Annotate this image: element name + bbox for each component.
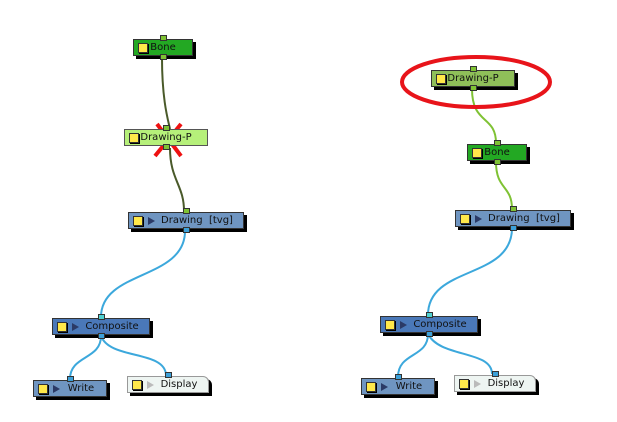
enable-toggle-icon[interactable] — [436, 74, 446, 84]
node-drawing[interactable]: Drawing [tvg] — [128, 208, 244, 233]
cable-drawingp-bone[interactable] — [471, 88, 497, 144]
enable-toggle-icon[interactable] — [132, 380, 142, 390]
cable-composite-write-right[interactable] — [397, 333, 429, 378]
input-port[interactable] — [426, 312, 433, 318]
input-port[interactable] — [67, 376, 74, 382]
enable-toggle-icon[interactable] — [133, 216, 143, 226]
enable-toggle-icon[interactable] — [472, 148, 482, 158]
play-icon — [474, 380, 481, 388]
node-composite[interactable]: Composite — [52, 314, 150, 339]
node-display[interactable]: Display — [454, 371, 536, 392]
node-display[interactable]: Display — [127, 372, 209, 393]
node-label: Display — [487, 378, 525, 389]
enable-toggle-icon[interactable] — [366, 382, 376, 392]
play-icon — [72, 323, 79, 331]
play-icon — [147, 381, 154, 389]
input-port[interactable] — [160, 35, 167, 41]
node-drawing-p[interactable]: Drawing-P — [431, 66, 515, 91]
cable-drawing-composite-right[interactable] — [427, 227, 513, 316]
enable-toggle-icon[interactable] — [385, 320, 395, 330]
input-port[interactable] — [494, 140, 501, 146]
node-label: Drawing-P — [447, 73, 499, 84]
output-port[interactable] — [98, 333, 105, 339]
play-icon — [53, 385, 60, 393]
node-label: Bone — [484, 147, 510, 158]
cable-drawing-composite[interactable] — [100, 230, 186, 318]
cable-composite-display-right[interactable] — [427, 333, 493, 375]
node-label: Drawing [tvg] — [488, 213, 560, 224]
node-composite[interactable]: Composite — [380, 312, 478, 337]
node-drawing-p[interactable]: Drawing-P — [124, 125, 208, 150]
play-icon — [148, 217, 155, 225]
node-label: Write — [67, 383, 95, 394]
highlight-ellipse — [400, 55, 552, 109]
output-port[interactable] — [510, 225, 517, 231]
enable-toggle-icon[interactable] — [459, 379, 469, 389]
output-port[interactable] — [470, 85, 477, 91]
node-label: Drawing [tvg] — [161, 215, 233, 226]
enable-toggle-icon[interactable] — [129, 133, 139, 143]
input-port[interactable] — [98, 314, 105, 320]
node-label: Composite — [85, 321, 139, 332]
node-bone[interactable]: Bone — [467, 140, 527, 165]
input-port[interactable] — [163, 125, 170, 131]
enable-toggle-icon[interactable] — [38, 384, 48, 394]
enable-toggle-icon[interactable] — [57, 322, 67, 332]
node-label: Drawing-P — [140, 132, 192, 143]
output-port[interactable] — [494, 159, 501, 165]
node-label: Bone — [150, 42, 176, 53]
enable-toggle-icon[interactable] — [460, 214, 470, 224]
output-port[interactable] — [163, 144, 170, 150]
output-port[interactable] — [160, 54, 167, 60]
input-port[interactable] — [165, 372, 172, 378]
node-label: Write — [395, 381, 423, 392]
play-icon — [381, 383, 388, 391]
node-write[interactable]: Write — [33, 376, 107, 397]
enable-toggle-icon[interactable] — [138, 43, 148, 53]
input-port[interactable] — [395, 374, 402, 380]
play-icon — [475, 215, 482, 223]
node-bone[interactable]: Bone — [133, 35, 193, 60]
play-icon — [400, 321, 407, 329]
cable-bone-drawing-right[interactable] — [495, 161, 513, 210]
cable-composite-display[interactable] — [100, 335, 167, 376]
cable-composite-write[interactable] — [69, 335, 102, 380]
node-drawing[interactable]: Drawing [tvg] — [455, 206, 571, 231]
output-port[interactable] — [426, 331, 433, 337]
output-port[interactable] — [183, 227, 190, 233]
input-port[interactable] — [470, 66, 477, 72]
input-port[interactable] — [492, 371, 499, 377]
node-label: Composite — [413, 319, 467, 330]
input-port[interactable] — [183, 208, 190, 214]
input-port[interactable] — [510, 206, 517, 212]
node-write[interactable]: Write — [361, 374, 435, 395]
node-label: Display — [160, 379, 198, 390]
